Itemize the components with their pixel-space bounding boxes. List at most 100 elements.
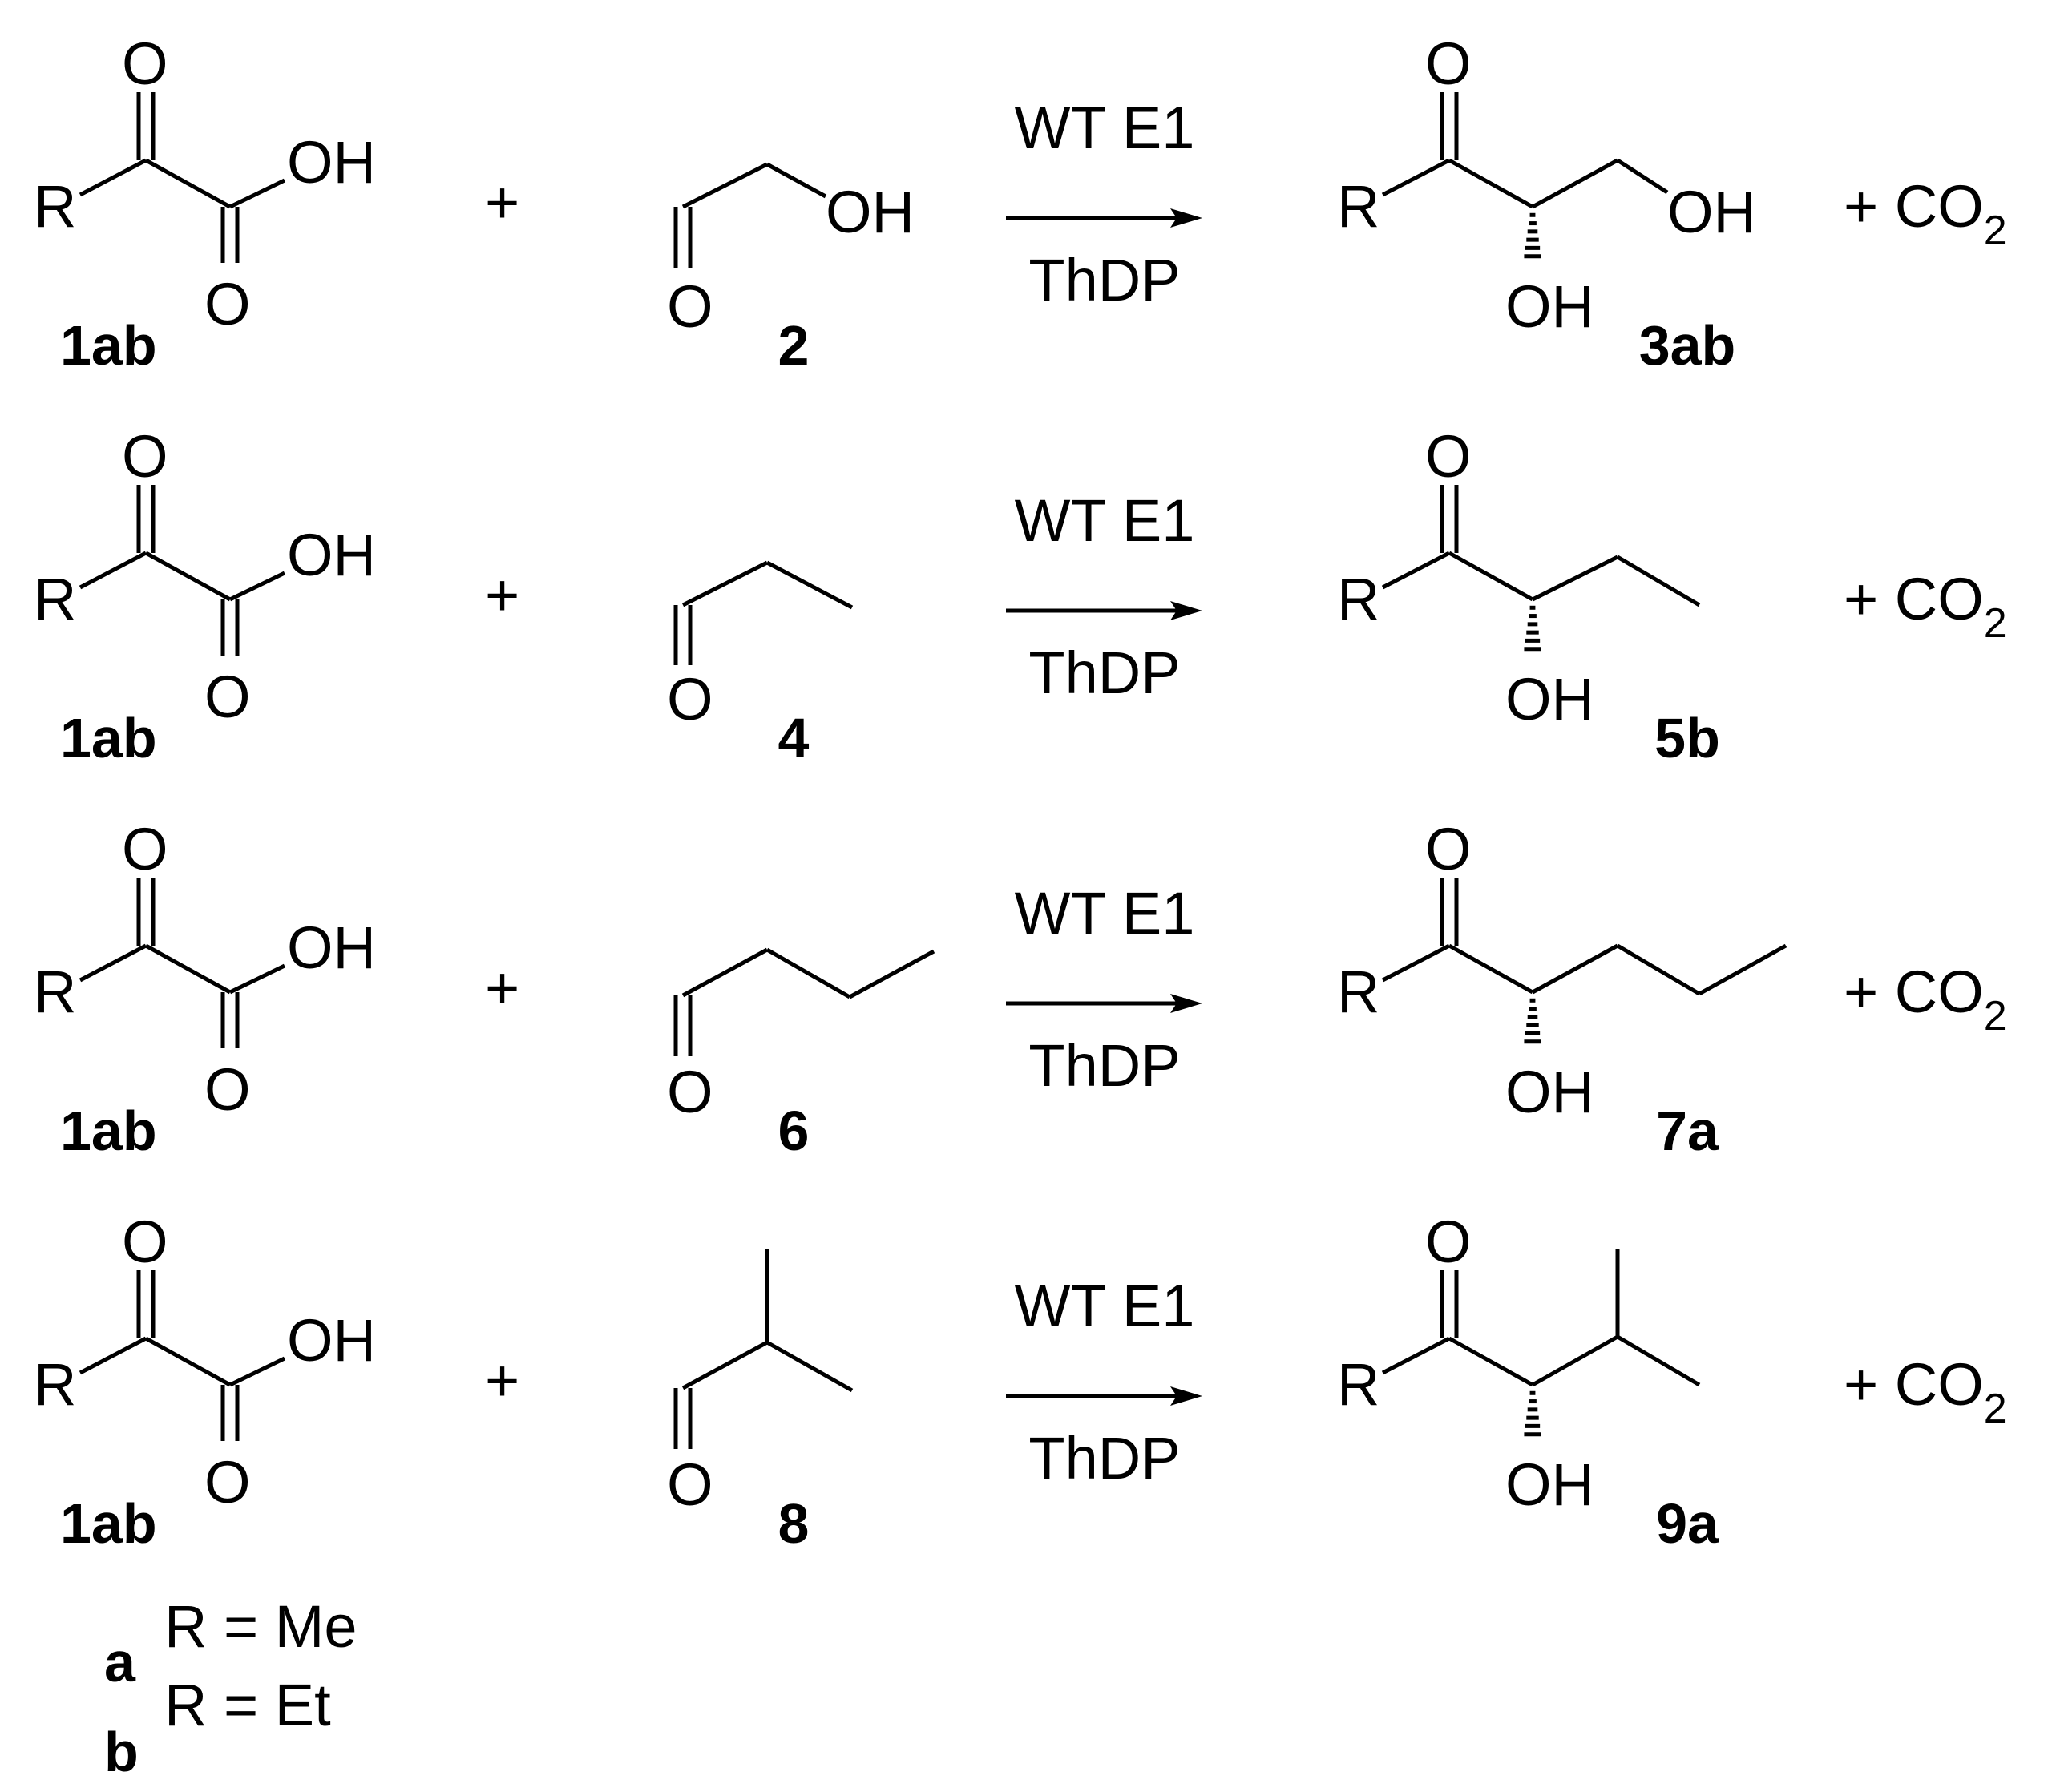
cc-bond <box>681 162 769 209</box>
cc-bond <box>1698 943 1787 996</box>
compound-label-substrate: 1ab <box>60 1100 157 1162</box>
arrow-head <box>1170 601 1202 620</box>
co2-text: + CO <box>1844 959 1984 1025</box>
cc-bond <box>144 943 232 995</box>
keto-oxygen-label: O <box>122 1209 168 1275</box>
r-carbon-bond <box>1381 1336 1451 1375</box>
enzyme-label: WT E1 <box>1015 487 1195 554</box>
compound-label-aldehyde: 4 <box>778 707 810 769</box>
keto-oxygen-label: O <box>1425 423 1472 490</box>
keto-oxygen-label: O <box>1425 1209 1472 1275</box>
acid-oxygen-label: O <box>204 1449 251 1516</box>
cc-bond <box>1448 943 1534 995</box>
legend-a-key: a <box>104 1631 136 1693</box>
reaction-arrow <box>1006 1386 1202 1406</box>
r-carbon-bond <box>79 1336 147 1375</box>
cc-bond <box>1531 943 1619 995</box>
methyl-bond <box>765 1340 854 1393</box>
acid-oh-bond <box>228 571 286 602</box>
compound-label-product: 9a <box>1656 1492 1719 1555</box>
reaction-arrow <box>1006 994 1202 1013</box>
cc-bond <box>1616 943 1701 996</box>
keto-oxygen-label: O <box>1425 816 1472 882</box>
keto-oxygen-label: O <box>122 30 168 97</box>
aldehyde-structure: O <box>667 1249 854 1518</box>
r-carbon-bond <box>1381 551 1451 590</box>
co2-text: + CO <box>1844 173 1984 240</box>
reaction-arrow <box>1006 601 1202 620</box>
cc-bond <box>681 560 769 607</box>
methyl-bond <box>1616 1334 1701 1387</box>
plus-sign: + <box>485 562 519 628</box>
aldehyde-structure: O <box>667 947 935 1125</box>
terminal-hydroxyl-label: OH <box>1667 179 1756 245</box>
co2-text: + CO <box>1844 1351 1984 1418</box>
acid-oxygen-label: O <box>204 664 251 730</box>
enzyme-label: WT E1 <box>1015 95 1195 161</box>
hydroxyl-label: OH <box>1505 666 1594 733</box>
cofactor-label: ThDP <box>1028 1425 1180 1491</box>
c-oh-bond <box>765 162 827 199</box>
cc-bond <box>144 551 232 602</box>
compound-label-substrate: 1ab <box>60 1492 157 1555</box>
r-carbon-bond <box>1381 158 1451 197</box>
r-carbon-bond <box>1381 943 1451 983</box>
coproduct-co2: + CO2 <box>1844 566 2007 647</box>
co2-subscript: 2 <box>1984 993 2007 1039</box>
c-oh-bond <box>1616 158 1669 195</box>
acid-oh-bond <box>228 963 286 995</box>
co2-subscript: 2 <box>1984 600 2007 647</box>
compound-label-aldehyde: 2 <box>778 314 810 377</box>
compound-label-product: 5b <box>1654 707 1720 769</box>
aldehyde-structure: O <box>667 560 854 733</box>
r-carbon-bond <box>79 158 147 197</box>
coproduct-co2: + CO2 <box>1844 959 2007 1039</box>
r-group-label: R <box>1337 959 1379 1025</box>
acid-oh-bond <box>228 1356 286 1387</box>
compound-label-aldehyde: 6 <box>778 1100 810 1162</box>
hydroxyl-label: OH <box>1505 1451 1594 1518</box>
aldehyde-oxygen-label: O <box>667 273 713 340</box>
hydroxyl-label: OH <box>1505 1059 1594 1125</box>
r-group-label: R <box>1337 566 1379 632</box>
acid-oxygen-label: O <box>204 1056 251 1123</box>
aldehyde-oxygen-label: O <box>667 666 713 733</box>
cc-bond <box>1448 1336 1534 1387</box>
enzyme-label: WT E1 <box>1015 880 1195 946</box>
r-carbon-bond <box>79 943 147 983</box>
acid-hydroxyl-label: OH <box>287 914 376 981</box>
r-group-label: R <box>34 959 76 1025</box>
co2-text: + CO <box>1844 566 1984 632</box>
reaction-arrow <box>1006 208 1202 228</box>
cc-bond <box>1448 158 1534 209</box>
cc-bond <box>1531 1334 1619 1387</box>
arrow-head <box>1170 208 1202 228</box>
enzyme-label: WT E1 <box>1015 1273 1195 1339</box>
cc-bond <box>144 1336 232 1387</box>
compound-label-substrate: 1ab <box>60 314 157 377</box>
compound-label-product: 3ab <box>1639 314 1736 377</box>
r-group-label: R <box>1337 173 1379 240</box>
legend-a-text: R = Me <box>164 1593 357 1660</box>
product-structure: R O OH <box>1337 816 1787 1125</box>
coproduct-co2: + CO2 <box>1844 173 2007 254</box>
compound-label-aldehyde: 8 <box>778 1492 810 1555</box>
aldehyde-structure: OOH <box>667 162 915 340</box>
cc-bond <box>1531 555 1619 602</box>
cc-bond <box>765 560 854 610</box>
r-group-label: R <box>34 1351 76 1418</box>
acid-oxygen-label: O <box>204 271 251 337</box>
co2-subscript: 2 <box>1984 208 2007 254</box>
acid-hydroxyl-label: OH <box>287 129 376 196</box>
cc-bond <box>681 1340 769 1390</box>
aldehyde-oxygen-label: O <box>667 1451 713 1518</box>
